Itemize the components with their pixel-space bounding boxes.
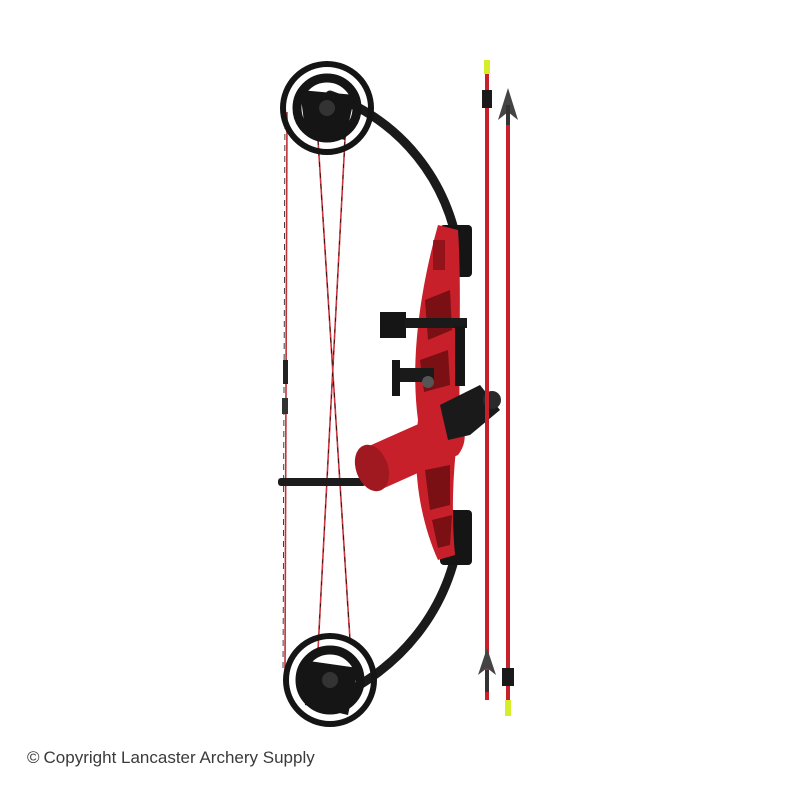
bow-string (284, 111, 288, 671)
arrow-2 (498, 88, 518, 716)
top-cam (280, 61, 374, 155)
bottom-cam (283, 633, 377, 727)
cable-1 (317, 139, 351, 641)
bow-strings (282, 111, 351, 671)
arrow-1 (478, 60, 496, 700)
copyright-symbol: © (27, 748, 40, 767)
copyright-text: Copyright Lancaster Archery Supply (43, 748, 315, 767)
cable-guard-rod (278, 478, 366, 486)
arrow-rest (380, 312, 467, 396)
copyright-watermark: ©Copyright Lancaster Archery Supply (27, 748, 315, 768)
riser (415, 225, 460, 560)
string-silencer (283, 360, 288, 384)
